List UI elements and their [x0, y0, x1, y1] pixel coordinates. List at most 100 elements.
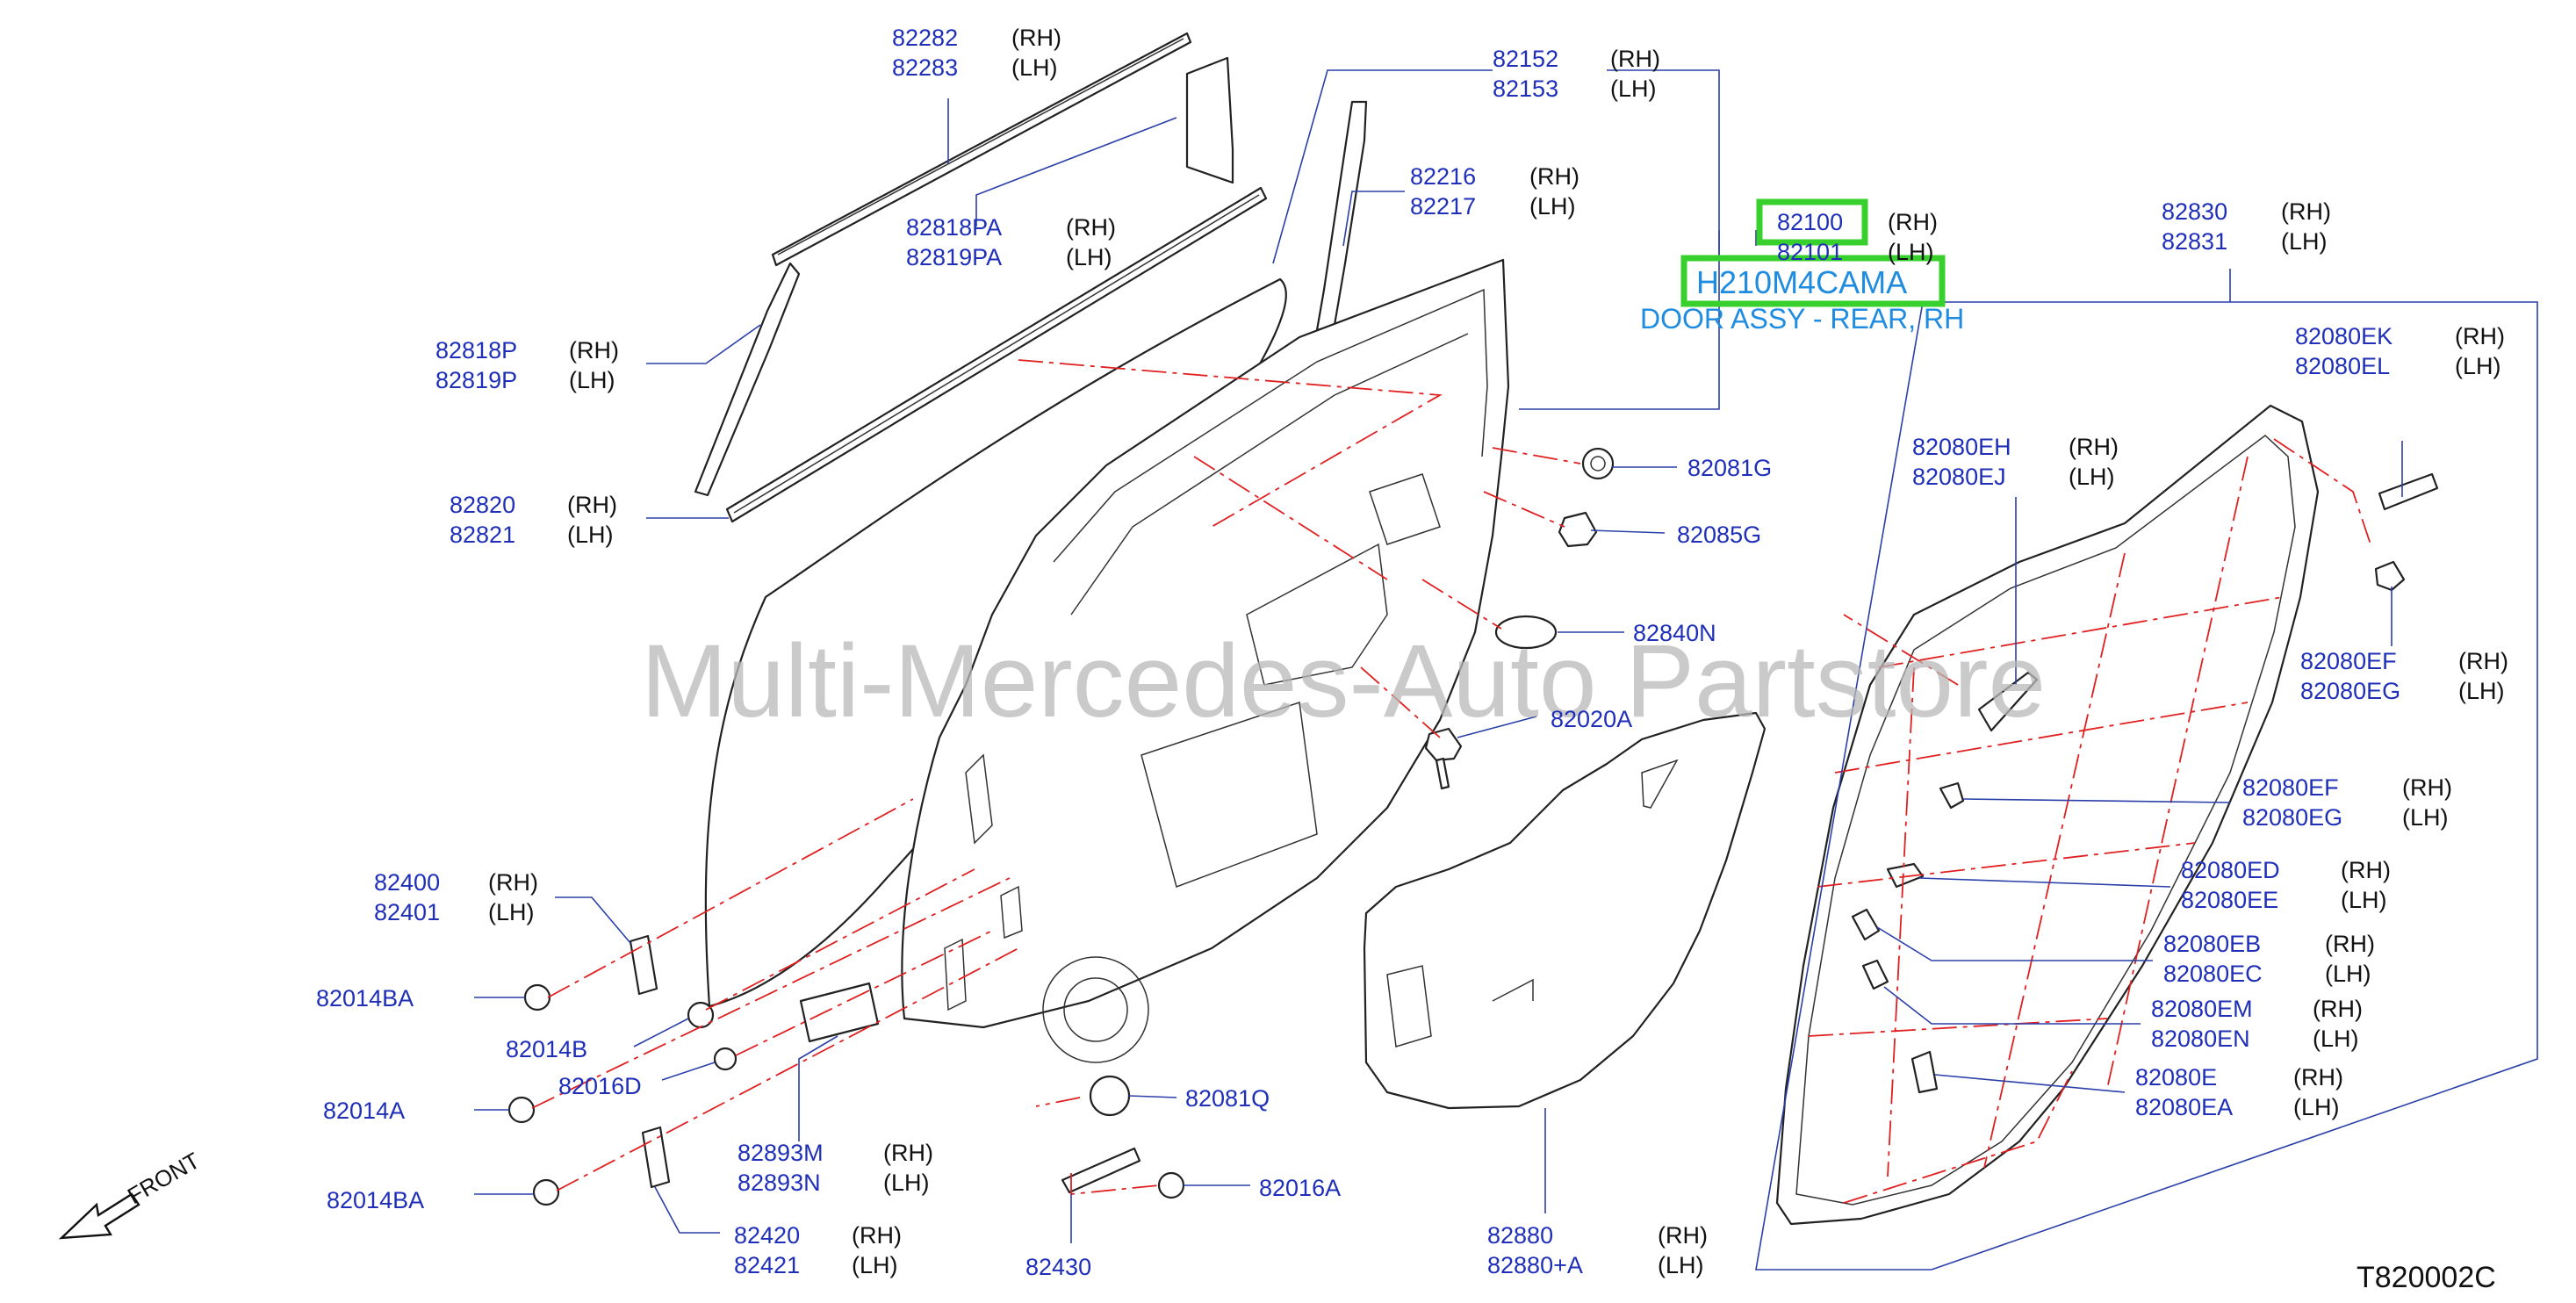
part-number-link[interactable]: 82818PA: [906, 214, 1002, 241]
callout-82152[interactable]: 82152(RH): [1493, 46, 1660, 72]
callout-82880[interactable]: 82880(RH): [1487, 1222, 1708, 1249]
part-number-link[interactable]: 82821: [450, 522, 515, 548]
callout-82216[interactable]: 82216(RH): [1410, 163, 1579, 190]
part-check-link-82430[interactable]: [1061, 1147, 1141, 1194]
part-number-link[interactable]: 82283: [892, 54, 958, 81]
callout-82818pa[interactable]: 82818PA(RH): [906, 214, 1116, 241]
part-number-link[interactable]: 82820: [450, 492, 515, 518]
callout-82080ec[interactable]: 82080EC(LH): [2163, 961, 2371, 987]
callout-82080el[interactable]: 82080EL(LH): [2295, 353, 2501, 379]
callout-82080ek[interactable]: 82080EK(RH): [2295, 323, 2505, 349]
part-number-link[interactable]: 82085G: [1677, 522, 1761, 548]
part-number-link[interactable]: 82080EF: [2300, 648, 2397, 674]
callout-82014ba[interactable]: 82014BA: [327, 1187, 424, 1213]
callout-82080ef[interactable]: 82080EF(RH): [2300, 648, 2508, 674]
callout-82401[interactable]: 82401(LH): [374, 899, 535, 925]
part-number-link[interactable]: 82080EF: [2242, 774, 2339, 801]
part-number-link[interactable]: 82430: [1025, 1254, 1091, 1280]
highlight-part-number[interactable]: H210M4CAMA: [1696, 264, 1907, 300]
part-number-link[interactable]: 82080EN: [2151, 1026, 2250, 1052]
part-number-link[interactable]: 82831: [2162, 228, 2227, 255]
callout-82080eg[interactable]: 82080EG(LH): [2300, 678, 2505, 704]
callout-82831[interactable]: 82831(LH): [2162, 228, 2328, 255]
part-clip-82080ef-upper[interactable]: [2374, 560, 2406, 592]
callout-82080e[interactable]: 82080E(RH): [2135, 1064, 2343, 1091]
callout-82840n[interactable]: 82840N: [1633, 620, 1716, 646]
part-number-link[interactable]: 82081Q: [1185, 1085, 1270, 1112]
callout-82421[interactable]: 82421(LH): [734, 1252, 898, 1278]
part-number-link[interactable]: 82819P: [435, 367, 517, 393]
part-number-link[interactable]: 82080EG: [2300, 678, 2400, 704]
part-grommet-82081g[interactable]: [1581, 447, 1615, 480]
callout-82893n[interactable]: 82893N(LH): [738, 1170, 930, 1196]
callout-82818p[interactable]: 82818P(RH): [435, 337, 619, 364]
part-bolt-82014ba-upper[interactable]: [523, 983, 551, 1011]
callout-82400[interactable]: 82400(RH): [374, 869, 538, 896]
callout-82217[interactable]: 82217(LH): [1410, 193, 1576, 220]
callout-82893m[interactable]: 82893M(RH): [738, 1140, 933, 1166]
part-label-82893m[interactable]: [799, 982, 880, 1043]
callout-82430[interactable]: 82430: [1025, 1254, 1091, 1280]
callout-82819p[interactable]: 82819P(LH): [435, 367, 615, 393]
part-clip-82080ek[interactable]: [2378, 472, 2439, 511]
part-number-link[interactable]: 82282: [892, 25, 958, 51]
part-number-link[interactable]: 82420: [734, 1222, 800, 1249]
callout-82821[interactable]: 82821(LH): [450, 522, 614, 548]
part-bolt-82014ba-lower[interactable]: [532, 1178, 560, 1206]
part-plug-82081q[interactable]: [1089, 1075, 1131, 1117]
part-number-link[interactable]: 82401: [374, 899, 440, 925]
part-clip-82080em[interactable]: [1861, 959, 1889, 990]
part-clip-82080e[interactable]: [1910, 1050, 1939, 1094]
callout-82819pa[interactable]: 82819PA(LH): [906, 244, 1112, 270]
callout-82080em[interactable]: 82080EM(RH): [2151, 996, 2363, 1022]
part-weatherstrip-82830[interactable]: [1775, 404, 2320, 1226]
part-number-link[interactable]: 82100: [1777, 209, 1843, 235]
part-number-link[interactable]: 82400: [374, 869, 440, 896]
part-upper-hinge-82400[interactable]: [629, 934, 658, 996]
callout-82080ed[interactable]: 82080ED(RH): [2181, 857, 2391, 883]
callout-82080ej[interactable]: 82080EJ(LH): [1912, 464, 2115, 490]
callout-82014ba[interactable]: 82014BA: [316, 985, 414, 1011]
part-number-link[interactable]: 82081G: [1687, 455, 1772, 481]
part-number-link[interactable]: 82893N: [738, 1170, 821, 1196]
part-number-link[interactable]: 82217: [1410, 193, 1476, 220]
callout-82014b[interactable]: 82014B: [506, 1036, 587, 1062]
callout-82880-a[interactable]: 82880+A(LH): [1487, 1252, 1704, 1278]
part-bolt-82014a[interactable]: [507, 1096, 536, 1124]
part-bolt-82020a[interactable]: [1424, 727, 1463, 790]
part-clip-82080eb[interactable]: [1851, 908, 1881, 941]
callout-82081q[interactable]: 82081Q: [1185, 1085, 1270, 1112]
part-number-link[interactable]: 82840N: [1633, 620, 1716, 646]
part-number-link[interactable]: 82880: [1487, 1222, 1553, 1249]
callout-82282[interactable]: 82282(RH): [892, 25, 1061, 51]
part-number-link[interactable]: 82101: [1777, 239, 1843, 265]
part-number-link[interactable]: 82830: [2162, 198, 2227, 225]
part-number-link[interactable]: 82080EC: [2163, 961, 2263, 987]
part-number-link[interactable]: 82080EE: [2181, 887, 2278, 913]
part-number-link[interactable]: 82893M: [738, 1140, 824, 1166]
callout-82080eh[interactable]: 82080EH(RH): [1912, 434, 2119, 460]
part-sealing-screen-82880[interactable]: [1363, 711, 1767, 1110]
part-number-link[interactable]: 82216: [1410, 163, 1476, 190]
part-clip-82080eh[interactable]: [1977, 671, 2039, 732]
part-number-link[interactable]: 82014BA: [327, 1187, 424, 1213]
callout-82100[interactable]: 82100(RH): [1777, 209, 1938, 235]
callout-82283[interactable]: 82283(LH): [892, 54, 1058, 81]
part-number-link[interactable]: 82080EH: [1912, 434, 2011, 460]
callout-82085g[interactable]: 82085G: [1677, 522, 1761, 548]
part-number-link[interactable]: 82080EL: [2295, 353, 2390, 379]
part-bumper-82085g[interactable]: [1558, 511, 1598, 548]
callout-82080en[interactable]: 82080EN(LH): [2151, 1026, 2359, 1052]
part-number-link[interactable]: 82014A: [323, 1098, 405, 1124]
callout-82080eb[interactable]: 82080EB(RH): [2163, 931, 2375, 957]
part-lower-hinge-82420[interactable]: [641, 1126, 671, 1189]
callout-82080ee[interactable]: 82080EE(LH): [2181, 887, 2387, 913]
part-number-link[interactable]: 82016D: [558, 1073, 642, 1099]
part-outer-moulding-82282[interactable]: [771, 32, 1192, 267]
part-number-link[interactable]: 82153: [1493, 76, 1558, 102]
callout-82830[interactable]: 82830(RH): [2162, 198, 2331, 225]
callout-82080eg[interactable]: 82080EG(LH): [2242, 804, 2449, 831]
part-number-link[interactable]: 82014B: [506, 1036, 587, 1062]
callout-82014a[interactable]: 82014A: [323, 1098, 405, 1124]
part-sash-trim-82818pa[interactable]: [1185, 56, 1234, 184]
